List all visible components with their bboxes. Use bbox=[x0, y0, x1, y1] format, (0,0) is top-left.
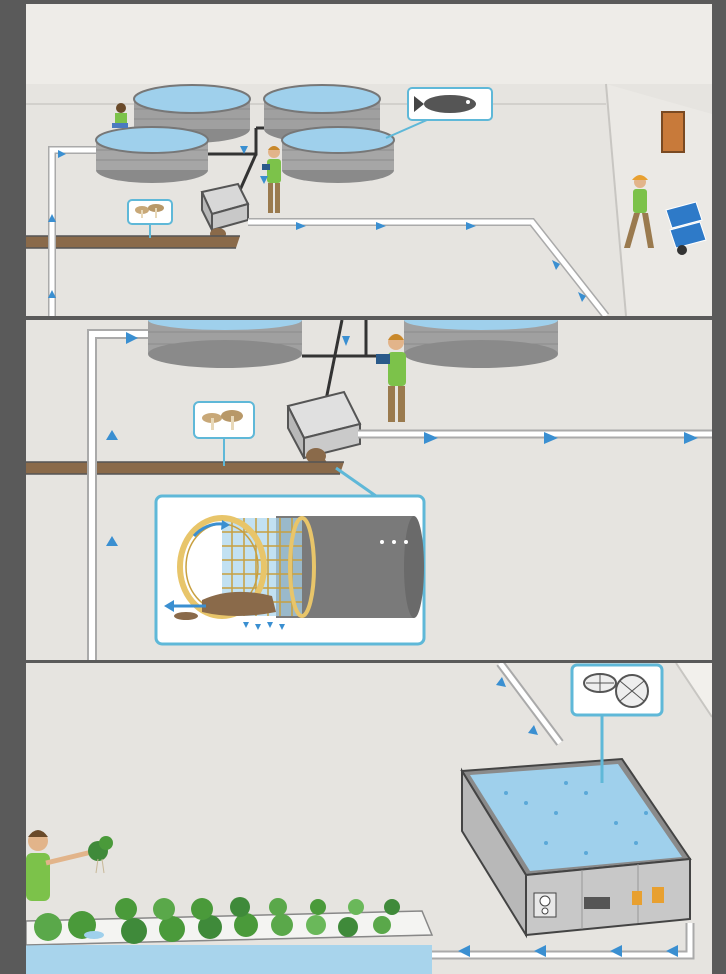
fish-tank-left-partial bbox=[148, 320, 302, 368]
fish-tank-front-right bbox=[282, 127, 394, 183]
sludge-trough-mid bbox=[26, 462, 344, 474]
drum-filter-unit bbox=[202, 184, 248, 240]
drum-filter-housing bbox=[288, 392, 360, 470]
sludge-trough bbox=[26, 236, 240, 248]
worker-with-clipboard-mid bbox=[376, 334, 406, 422]
drum-filter-scene bbox=[26, 320, 712, 660]
back-wall bbox=[26, 4, 712, 84]
biofilter-tank bbox=[462, 759, 690, 935]
wall-picture bbox=[662, 112, 684, 152]
drum-filter-detail-callout bbox=[156, 496, 424, 644]
mushroom-callout bbox=[128, 200, 172, 238]
fish-tank-front-left bbox=[96, 127, 208, 183]
worker-on-tank bbox=[112, 103, 128, 128]
panel-biofilter-growbeds bbox=[26, 663, 712, 974]
fish-callout bbox=[386, 88, 492, 138]
biofilter-scene bbox=[26, 663, 712, 974]
panel-fish-tanks-overview bbox=[26, 4, 712, 316]
fish-tank-right-partial bbox=[404, 320, 558, 368]
fish-tanks-scene bbox=[26, 4, 712, 316]
harvested-lettuce bbox=[88, 836, 113, 873]
worker-harvesting bbox=[26, 830, 113, 901]
panel-drum-filter-detail bbox=[26, 320, 712, 660]
mushroom-callout-mid bbox=[194, 402, 254, 466]
